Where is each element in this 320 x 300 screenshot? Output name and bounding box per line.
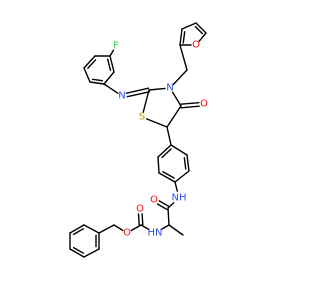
bond-Ccb-O_cb-second	[137, 213, 140, 226]
bond-B5-B6	[69, 224, 85, 234]
bond-N_im-C2	[126, 91, 151, 98]
bond-C5-C4	[166, 105, 182, 128]
bond-R5-R6	[186, 154, 190, 172]
bond-R4-NH1	[174, 181, 179, 192]
atom-label-nh1: NH	[172, 193, 187, 204]
atom-label-hn2: HN	[148, 228, 163, 239]
atom-label-o-est: O	[123, 228, 131, 239]
atom-label-s: S	[139, 112, 145, 123]
bond-F5-F6	[83, 55, 96, 69]
atom-label-n-im: N	[118, 91, 125, 102]
bond-G2-G3	[179, 28, 183, 46]
bond-S-C5	[145, 118, 168, 128]
bond-B3-B4-inner	[72, 246, 85, 254]
bond-G2-G3-inner	[182, 31, 186, 44]
bond-N3-C2	[148, 87, 166, 91]
bond-R5-R6-inner	[183, 157, 187, 170]
bond-G3-G4	[181, 22, 197, 30]
bond-B5-B6-inner	[72, 228, 85, 236]
atom-label-o-am: O	[150, 195, 158, 206]
bond-G4-G5-inner	[194, 25, 204, 35]
atom-label-o-oxo: O	[200, 99, 208, 110]
bond-CH2b-B1	[98, 224, 115, 234]
atom-label-f: F	[113, 41, 119, 52]
bond-R1-R2	[157, 144, 172, 158]
bond-F1-F2	[109, 55, 115, 73]
bond-F3-N_im	[103, 83, 119, 94]
bond-B2-B3	[83, 248, 100, 258]
bond-R3-R4	[158, 172, 176, 183]
bond-F5-F6-inner	[87, 59, 97, 69]
bond-F1-F2-inner	[106, 58, 112, 72]
bond-R6-R1	[170, 144, 188, 156]
atom-label-o-fur: O	[192, 40, 200, 51]
bond-Ca-Me	[168, 224, 184, 236]
bond-B3-B4	[69, 248, 85, 258]
bond-G5-O_fur	[198, 32, 207, 42]
bond-B6-B1	[83, 224, 100, 234]
bond-R2-R3	[157, 156, 160, 174]
bond-N3-CH2f	[172, 69, 188, 86]
bond-G4-G5	[195, 22, 207, 34]
bond-Ccb-O_est	[130, 224, 142, 232]
bond-Cam-Ca	[167, 207, 170, 226]
bond-O_est-CH2b	[113, 224, 124, 232]
bond-F3-F4-inner	[91, 78, 104, 82]
bond-R4-R5	[174, 170, 190, 183]
bond-Ccb-O_cb	[141, 213, 144, 226]
bond-R3-R4-inner	[162, 171, 175, 179]
bond-C4-O_oxo	[180, 105, 200, 109]
bond-NH1-Cam	[167, 202, 175, 209]
bond-C5-R1	[166, 126, 172, 146]
bond-Cam-O_am	[158, 200, 170, 208]
bond-N_im-C2-second	[125, 87, 150, 94]
atom-label-n3: N	[166, 83, 173, 94]
bond-R1-R2-inner	[161, 148, 172, 159]
bond-Cam-O_am-second	[156, 203, 168, 211]
bond-F-F1	[109, 49, 115, 57]
bond-Ca-HN2	[160, 224, 170, 231]
bond-F4-F5	[83, 67, 91, 83]
atom-label-o-cb: O	[136, 204, 144, 215]
bond-C2-S	[142, 89, 150, 113]
bond-HN2-Ccb	[140, 224, 150, 231]
bond-C4-N3	[171, 91, 182, 107]
bond-F3-F4	[89, 81, 105, 85]
bond-C4-O_oxo-second	[180, 101, 200, 105]
bond-F2-F3	[103, 71, 115, 85]
bonds	[69, 22, 207, 258]
bond-CH2f-G2	[179, 44, 188, 71]
